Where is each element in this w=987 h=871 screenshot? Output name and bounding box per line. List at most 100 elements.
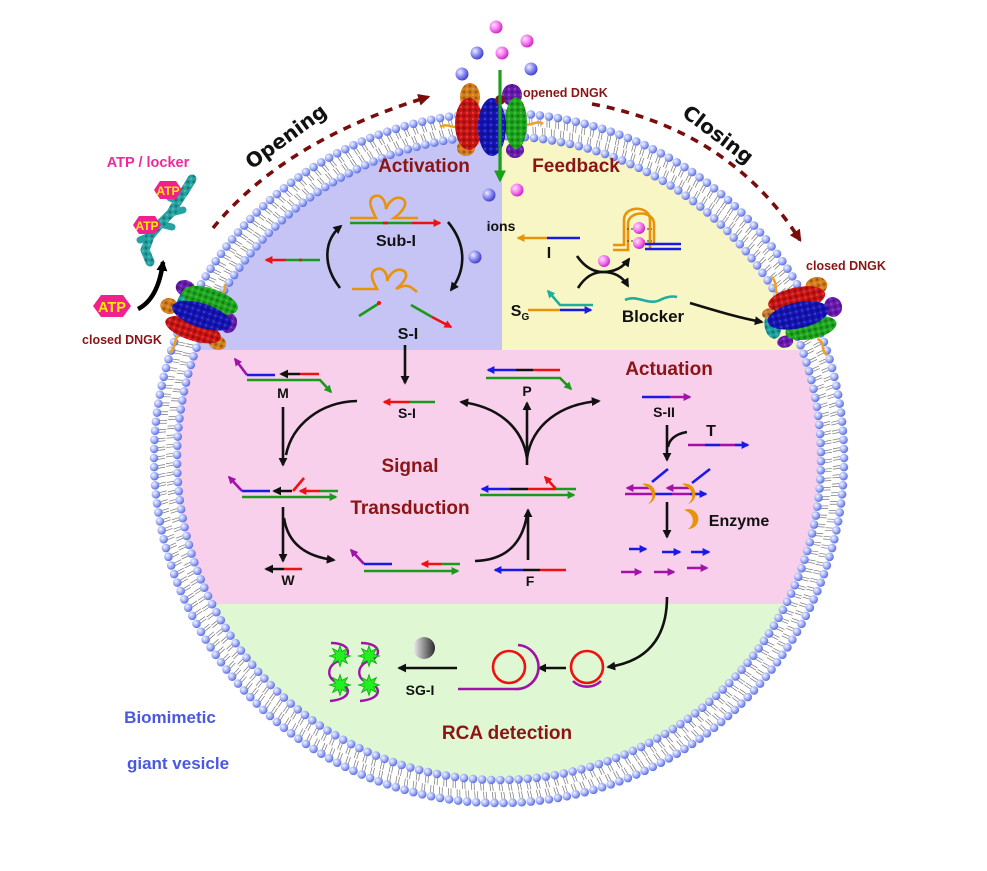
lipid-tail	[335, 167, 341, 174]
lipid-head	[832, 526, 841, 535]
lipid-tail	[773, 647, 780, 652]
lipid-tail	[193, 587, 201, 593]
lipid-tail	[609, 135, 612, 143]
activation-title: Activation	[378, 156, 470, 177]
lipid-tail	[624, 150, 627, 158]
lipid-tail	[406, 770, 409, 779]
lipid-tail	[827, 396, 835, 400]
lipid-head	[499, 798, 508, 808]
lipid-tail	[173, 526, 181, 530]
lipid-tail	[633, 145, 637, 153]
lipid-tail	[510, 783, 513, 791]
lipid-tail	[207, 614, 214, 620]
lipid-tail	[315, 729, 319, 737]
lipid-head	[747, 253, 756, 263]
lipid-head	[609, 152, 618, 162]
lipid-tail	[188, 594, 195, 600]
lipid-tail	[372, 767, 375, 775]
complex-bottom	[349, 548, 460, 575]
lipid-head	[206, 642, 215, 652]
lipid-tail	[762, 649, 770, 654]
lipid-head	[216, 615, 226, 625]
lipid-tail	[609, 764, 614, 771]
blocker-strand	[624, 295, 678, 303]
lipid-tail	[356, 760, 359, 768]
lipid-tail	[255, 680, 261, 686]
lipid-tail	[813, 341, 820, 346]
lipid-tail	[234, 255, 242, 260]
lipid-head	[222, 665, 231, 674]
atp-hexagon	[133, 216, 161, 234]
lipid-tail	[756, 656, 764, 661]
lipid-head	[239, 686, 249, 695]
lipid-tail	[663, 169, 667, 177]
lipid-tail	[801, 579, 809, 582]
lipid-tail	[181, 555, 189, 560]
lipid-tail	[296, 193, 302, 199]
red-circle-template	[569, 649, 605, 685]
enzyme-label: Enzyme	[709, 513, 770, 530]
lipid-head	[150, 480, 160, 490]
lipid-tail	[587, 137, 589, 145]
lipid-tail	[220, 636, 227, 642]
lipid-tail	[313, 727, 317, 735]
lipid-tail	[747, 229, 753, 235]
lipid-head	[164, 354, 173, 364]
lipid-tail	[377, 147, 383, 155]
lipid-tail	[360, 154, 365, 162]
lipid-tail	[781, 620, 789, 624]
lipid-tail	[158, 481, 166, 484]
lipid-tail	[737, 690, 745, 696]
lipid-tail	[764, 264, 771, 270]
lipid-tail	[165, 384, 173, 387]
lipid-tail	[171, 551, 179, 555]
lipid-tail	[832, 432, 840, 435]
lipid-tail	[814, 374, 822, 379]
lipid-tail	[339, 743, 343, 751]
opened-dngk-label: opened DNGK	[523, 86, 608, 100]
lipid-tail	[623, 141, 626, 149]
lipid-tail	[571, 133, 574, 141]
lipid-tail	[339, 752, 343, 760]
lipid-head	[212, 607, 221, 617]
lipid-tail	[239, 674, 246, 681]
lipid-tail	[305, 722, 310, 730]
lipid-tail	[364, 764, 367, 772]
lipid-tail	[678, 739, 684, 746]
lipid-tail	[483, 791, 485, 799]
lipid-head	[544, 112, 554, 121]
strand-sg-label: SG	[511, 303, 530, 323]
lipid-tail	[388, 765, 391, 773]
lipid-head	[309, 744, 318, 754]
lipid-head	[731, 672, 740, 681]
lipid-tail	[733, 214, 738, 221]
lipid-head	[660, 729, 670, 739]
atp-binding-arrow	[136, 259, 168, 312]
transduction-title: Transduction	[350, 498, 469, 519]
lipid-tail	[823, 423, 831, 427]
lipid-head	[650, 171, 660, 181]
lipid-tail	[167, 483, 175, 486]
lipid-head	[382, 780, 392, 789]
lipid-tail	[280, 713, 285, 720]
lipid-tail	[569, 132, 571, 140]
sg-i-dye-ball	[413, 637, 435, 659]
lipid-tail	[194, 608, 202, 614]
lipid-tail	[547, 788, 551, 796]
lipid-head	[414, 765, 424, 775]
lipid-tail	[247, 226, 254, 232]
lipid-head	[836, 499, 846, 508]
lipid-tail	[214, 283, 222, 288]
lipid-tail	[159, 484, 167, 487]
lipid-tail	[751, 675, 759, 681]
lipid-head	[702, 178, 712, 187]
lipid-head	[201, 635, 210, 644]
lipid-tail	[395, 775, 398, 784]
lipid-tail	[832, 459, 841, 461]
lipid-tail	[708, 192, 713, 199]
lipid-head	[541, 772, 551, 781]
lipid-tail	[372, 140, 377, 148]
lipid-tail	[438, 130, 442, 138]
lipid-tail	[337, 742, 341, 750]
lipid-head	[252, 241, 261, 251]
